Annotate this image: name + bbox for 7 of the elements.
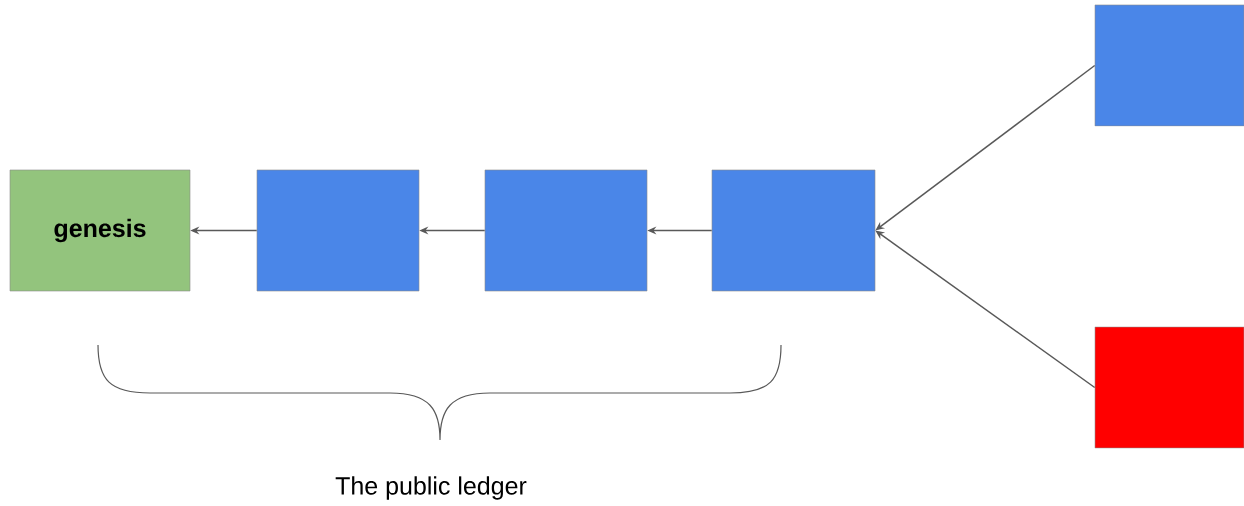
block-box [1094, 4, 1244, 127]
block-box [256, 169, 420, 292]
block-box [484, 169, 648, 292]
block-box [1094, 326, 1244, 449]
genesis-box: genesis [9, 169, 191, 292]
brace-label: The public ledger [335, 476, 527, 500]
block-box [711, 169, 876, 292]
